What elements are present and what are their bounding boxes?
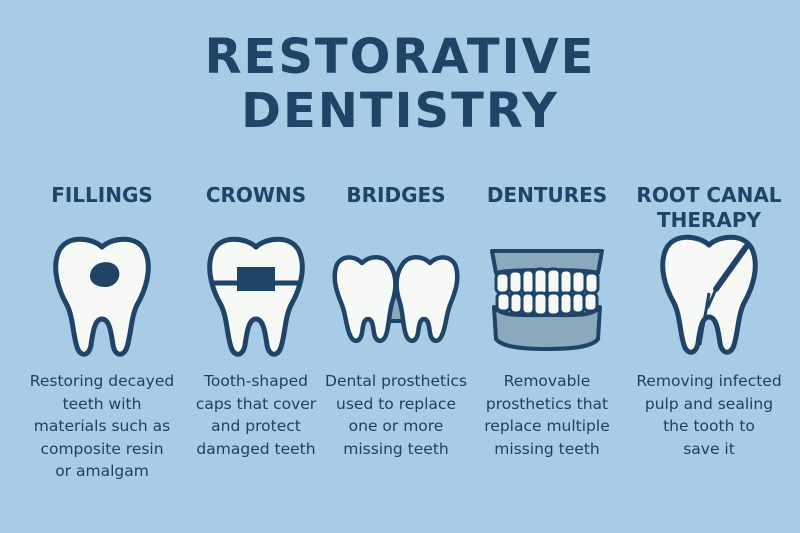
page-title: RESTORATIVE DENTISTRY — [0, 30, 800, 138]
tooth-filling-icon — [53, 236, 151, 357]
crowns-column: CROWNS Tooth-shaped caps that cover and … — [171, 183, 341, 458]
root-canal-description: Removing infected pulp and sealing the t… — [636, 372, 782, 458]
dentures-column: DENTURES Removable prosthetics that repl… — [462, 183, 632, 458]
dentures-heading: DENTURES — [486, 183, 608, 207]
dental-bridge-icon — [332, 255, 460, 343]
title-line-2: DENTISTRY — [241, 83, 559, 139]
root-canal-icon — [660, 234, 758, 355]
dentures-icon — [490, 249, 604, 351]
fillings-heading: FILLINGS — [51, 183, 153, 207]
root-canal-column: ROOT CANAL THERAPY Removing infected pul… — [624, 183, 794, 458]
bridges-description: Dental prosthetics used to replace one o… — [325, 372, 467, 458]
fillings-column: FILLINGS Restoring decayed teeth with ma… — [17, 183, 187, 480]
fillings-description: Restoring decayed teeth with materials s… — [29, 372, 175, 480]
root-canal-heading: ROOT CANAL THERAPY — [636, 183, 782, 232]
crowns-heading: CROWNS — [205, 183, 307, 207]
title-line-1: RESTORATIVE — [204, 29, 596, 85]
bridges-column: BRIDGES Dental prosthetics used to repla… — [311, 183, 481, 458]
bridges-heading: BRIDGES — [346, 183, 446, 207]
tooth-crown-icon — [207, 236, 305, 357]
crowns-description: Tooth-shaped caps that cover and protect… — [195, 372, 317, 458]
dentures-description: Removable prosthetics that replace multi… — [484, 372, 610, 458]
